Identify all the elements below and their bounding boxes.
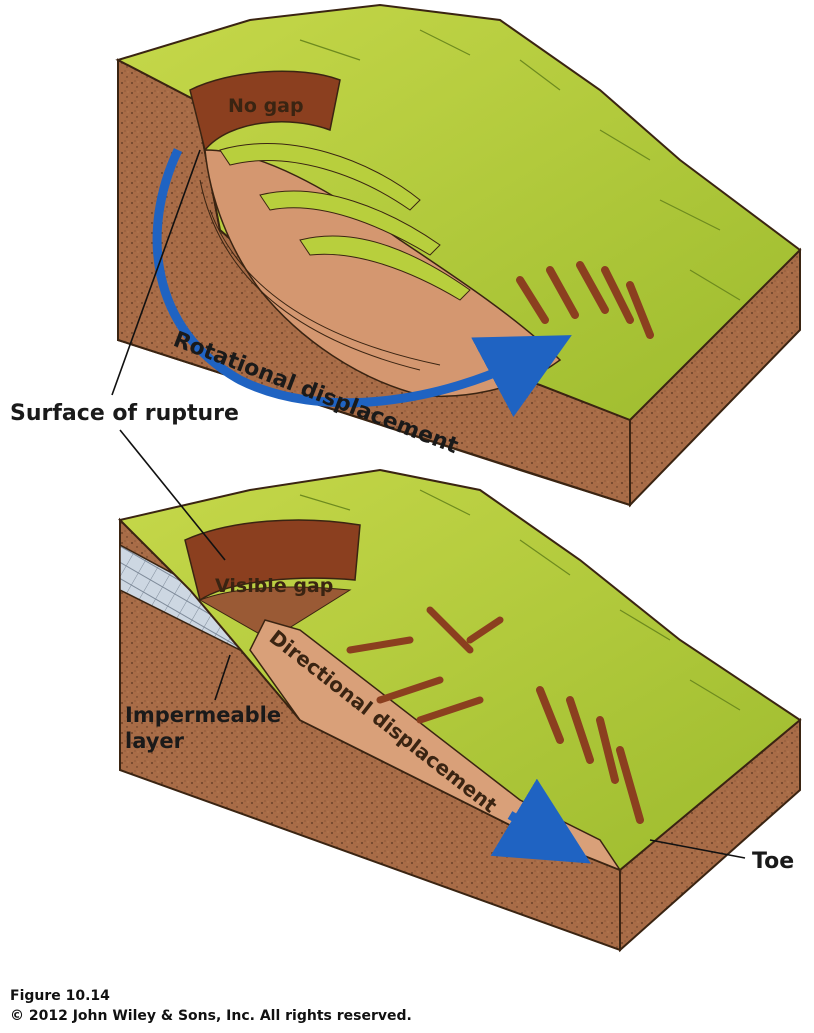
label-no-gap: No gap [228,95,304,117]
rotational-arrow [152,148,572,418]
figure-number: Figure 10.14 [10,988,110,1004]
leader-line-rupture-top [111,149,201,396]
label-impermeable: Impermeable [125,703,281,727]
leader-line-toe [649,839,746,859]
leader-line-rupture-bottom [119,429,226,561]
label-visible-gap: Visible gap [215,575,333,597]
rotational-slide-block [115,3,802,508]
directional-arrow [490,778,591,864]
label-toe: Toe [752,849,794,874]
copyright-line: © 2012 John Wiley & Sons, Inc. All right… [10,1008,412,1024]
label-surface-of-rupture: Surface of rupture [10,401,239,426]
label-layer: layer [125,729,185,753]
leader-line-impermeable [214,654,231,701]
